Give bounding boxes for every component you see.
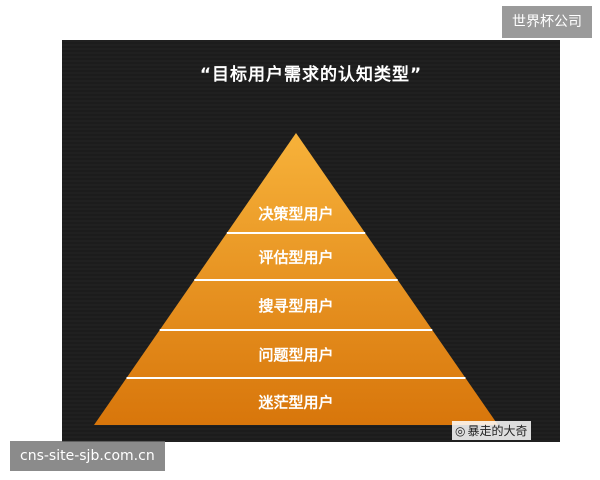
layer-label: 迷茫型用户 [257, 394, 333, 412]
author-name: 暴走的大奇 [467, 424, 528, 438]
layer-label: 决策型用户 [258, 205, 333, 223]
author-credit: ◎暴走的大奇 [452, 421, 531, 440]
diagram-title: “目标用户需求的认知类型” [199, 65, 423, 85]
layer-label: 问题型用户 [258, 346, 333, 364]
layer-label: 评估型用户 [258, 249, 333, 267]
watermark-top: 世界杯公司 [502, 6, 592, 38]
watermark-bottom: cns-site-sjb.com.cn [10, 441, 165, 471]
layer-label: 搜寻型用户 [258, 297, 333, 315]
weibo-icon: ◎ [455, 424, 466, 438]
